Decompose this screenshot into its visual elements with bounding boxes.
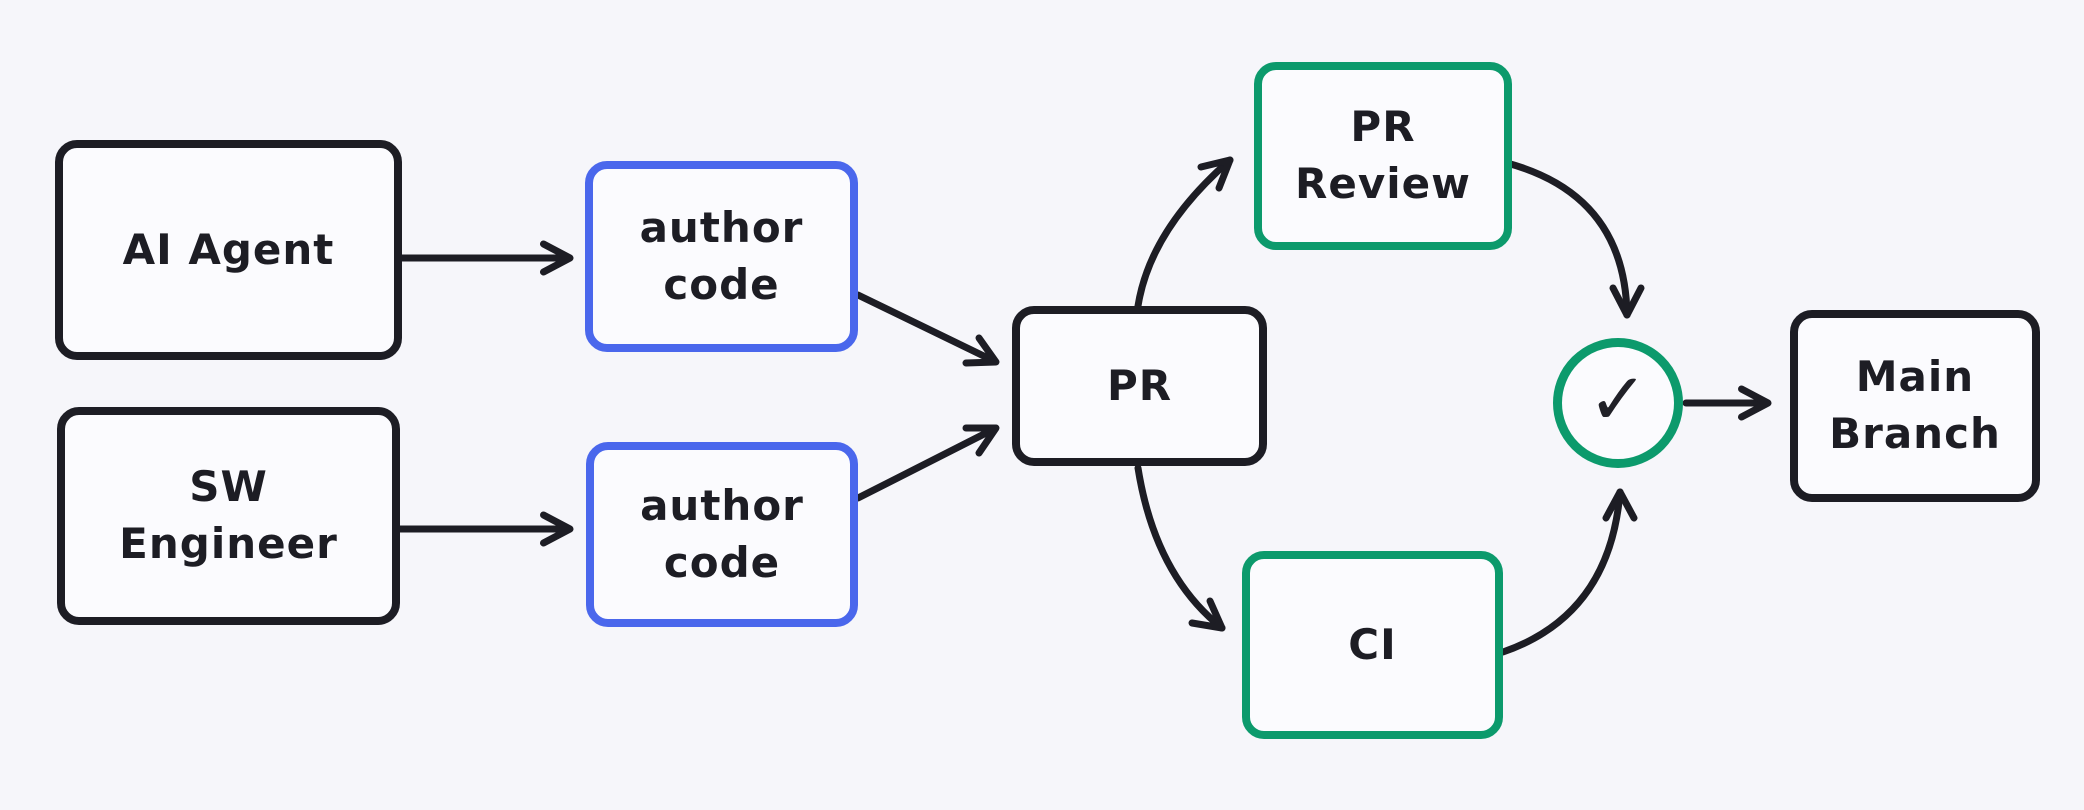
node-pr-review: PR Review bbox=[1254, 62, 1512, 250]
node-author-code-bottom: author code bbox=[586, 442, 858, 627]
arrow-author-code-top-to-pr bbox=[854, 291, 1000, 367]
check-icon: ✓ bbox=[1587, 357, 1649, 441]
arrow-check-to-main-branch bbox=[1682, 385, 1772, 421]
arrow-head-icon bbox=[1738, 385, 1772, 421]
arrow-line bbox=[1503, 159, 1631, 319]
arrow-pr-to-ci bbox=[1134, 464, 1226, 632]
arrow-head-icon bbox=[1602, 488, 1638, 522]
arrow-head-icon bbox=[962, 334, 1000, 367]
arrow-line bbox=[1134, 464, 1226, 632]
node-author-code-top: author code bbox=[585, 161, 858, 352]
arrow-line bbox=[1134, 156, 1234, 310]
arrow-head-icon bbox=[1609, 284, 1645, 319]
approval-check-circle: ✓ bbox=[1553, 338, 1683, 468]
arrow-ci-to-check bbox=[1499, 488, 1638, 656]
arrow-pr-review-to-check bbox=[1503, 159, 1645, 319]
arrow-head-icon bbox=[962, 424, 1000, 457]
arrow-author-code-bottom-to-pr bbox=[854, 424, 1000, 502]
arrow-head-icon bbox=[1197, 156, 1234, 192]
arrow-head-icon bbox=[540, 240, 574, 276]
node-sw-engineer: SW Engineer bbox=[57, 407, 400, 625]
arrow-line bbox=[854, 291, 998, 365]
node-main-branch: Main Branch bbox=[1790, 310, 2040, 502]
arrow-head-icon bbox=[540, 511, 574, 547]
node-ci: CI bbox=[1242, 551, 1503, 739]
node-ai-agent: AI Agent bbox=[55, 140, 402, 360]
arrow-line bbox=[854, 425, 998, 502]
arrow-ai-agent-to-author-code bbox=[398, 240, 574, 276]
arrow-line bbox=[1499, 488, 1624, 656]
node-pr: PR bbox=[1012, 306, 1267, 466]
arrow-pr-to-pr-review bbox=[1134, 156, 1234, 310]
arrow-head-icon bbox=[1188, 597, 1226, 632]
arrow-sw-engineer-to-author-code bbox=[396, 511, 574, 547]
